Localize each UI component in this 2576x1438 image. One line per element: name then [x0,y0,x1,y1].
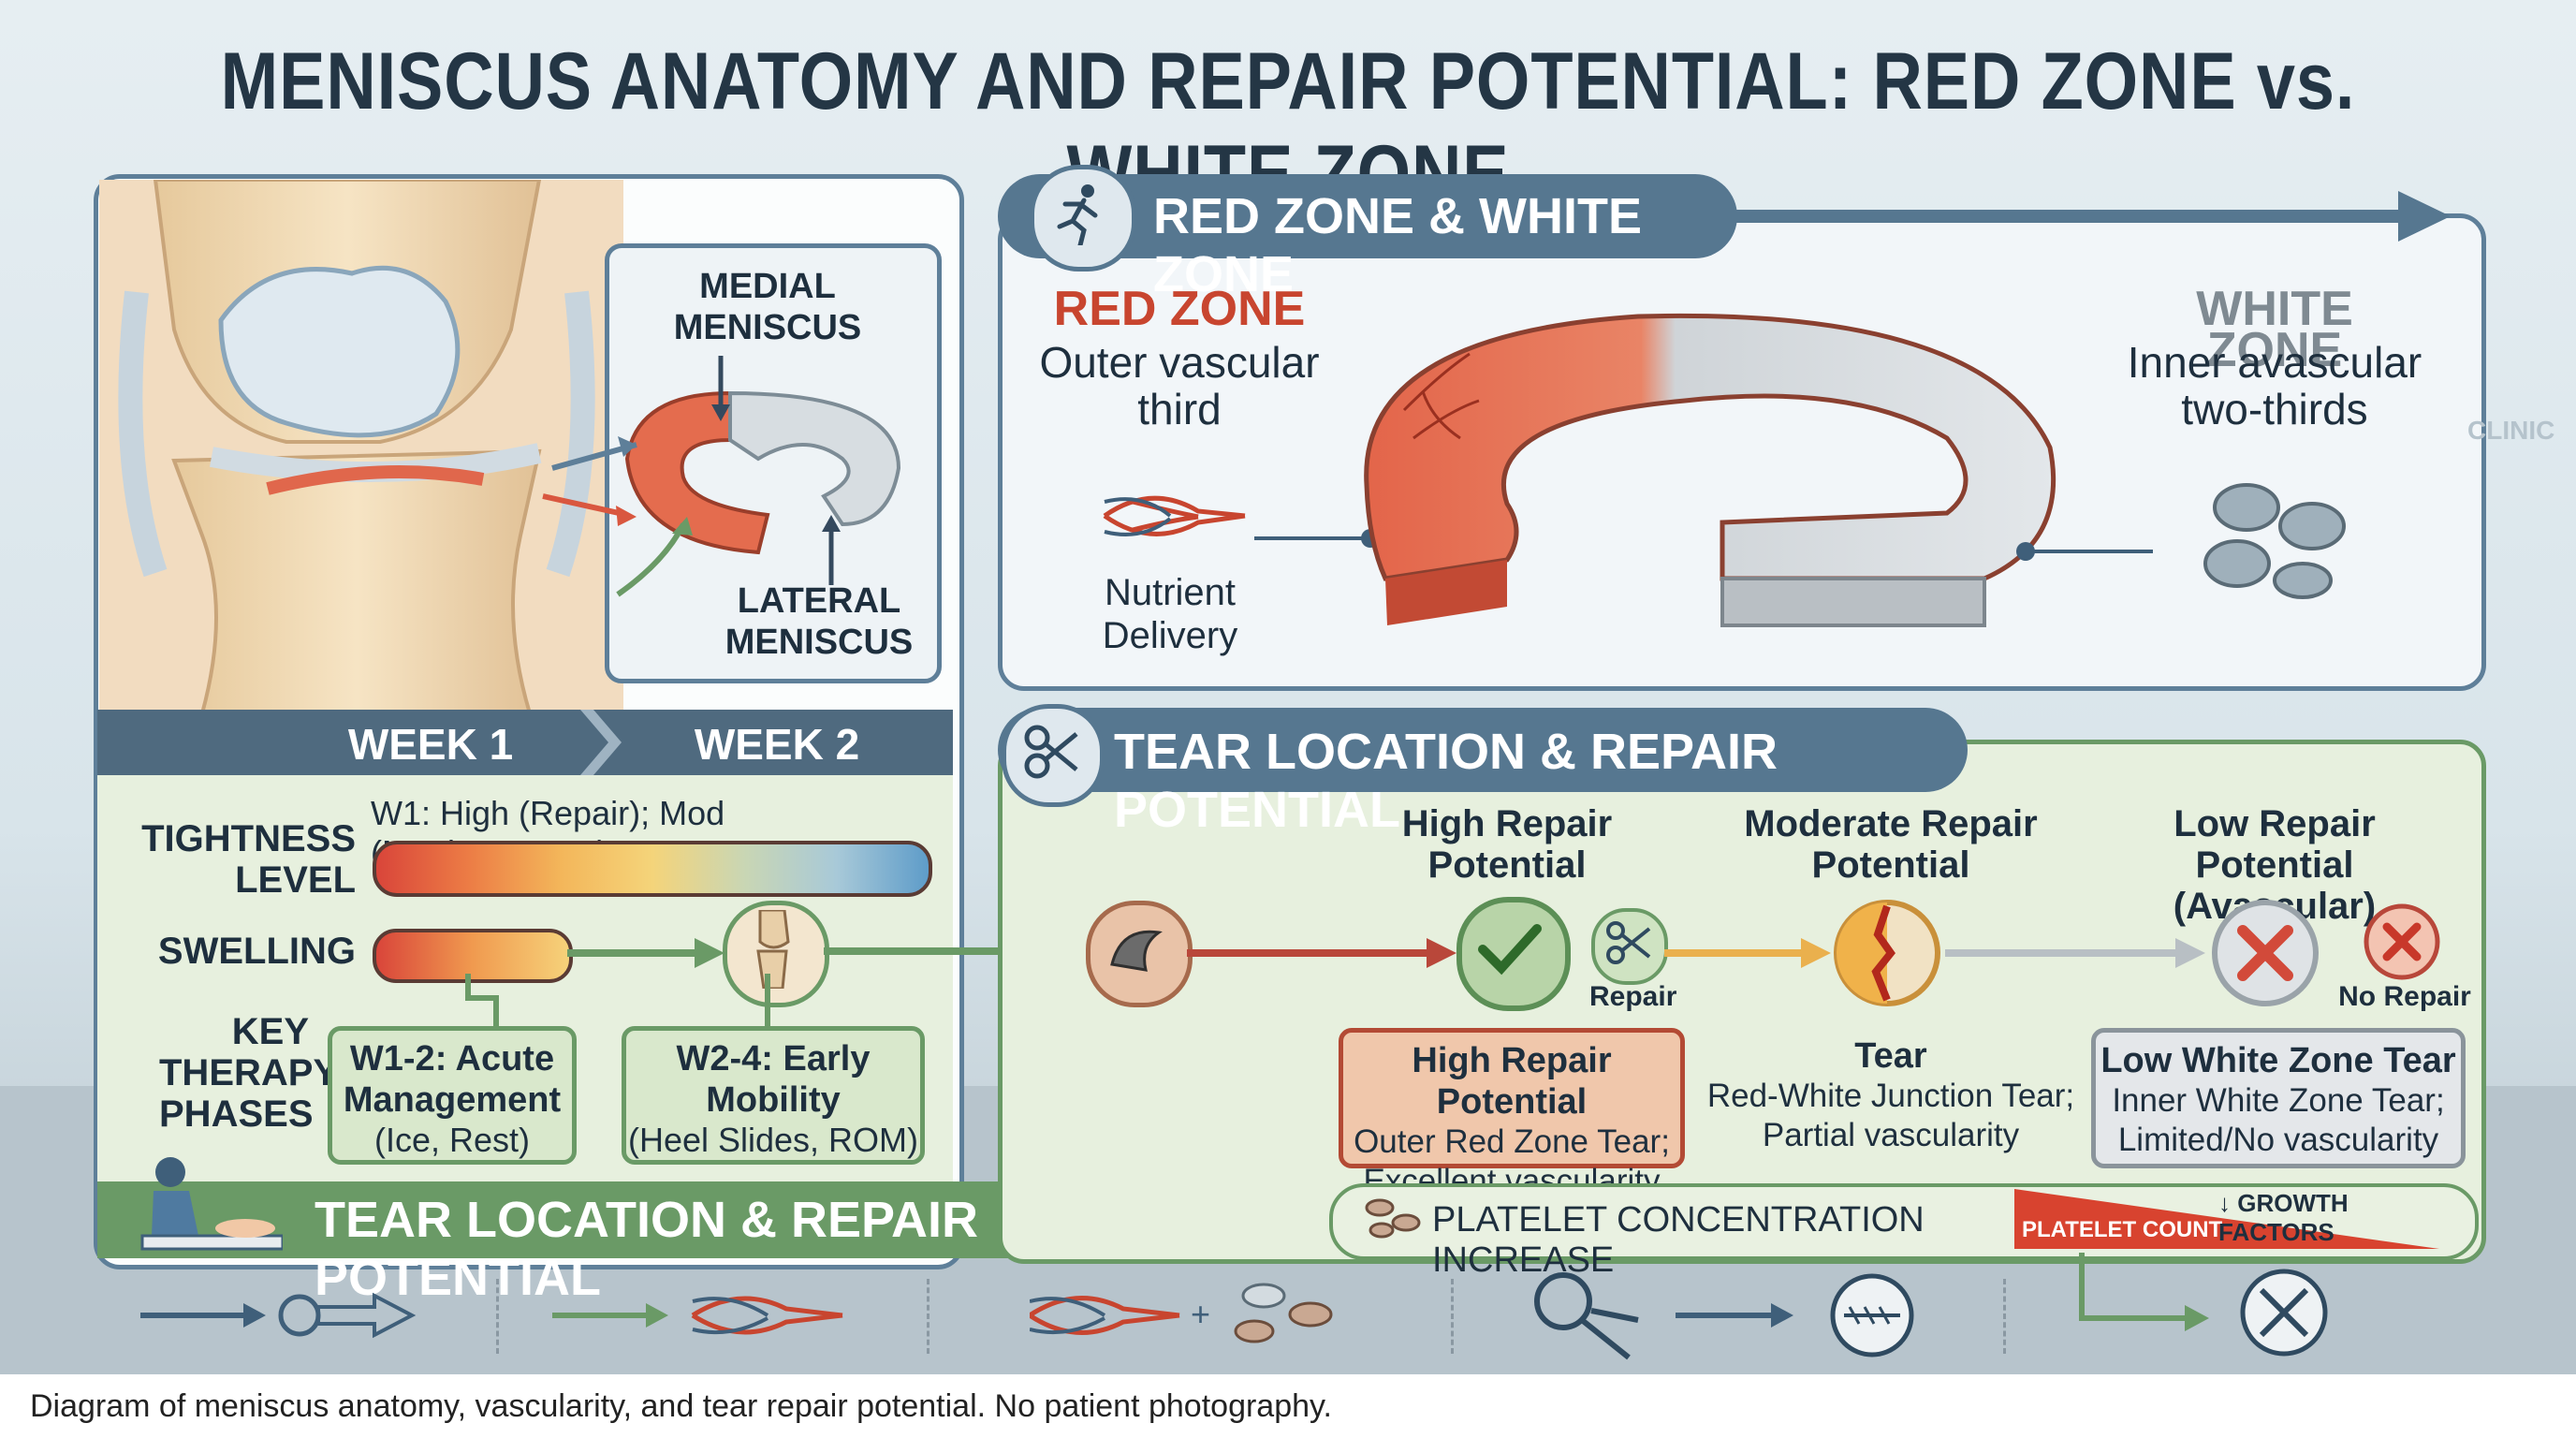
strip-divider-1 [496,1279,499,1354]
x-icon [2212,900,2319,1006]
strip-divider-2 [927,1279,929,1354]
swelling-label: SWELLING [157,931,356,972]
tear-start-glyph [1110,930,1163,972]
repair-scissors-glyph [1606,921,1651,964]
bottom-strip-5 [2079,1253,2328,1357]
runner-icon [1030,165,1136,271]
svg-text:+: + [1191,1295,1210,1333]
high-repair-card: High Repair Potential Outer Red Zone Tea… [1339,1028,1685,1199]
bottom-strip-2 [552,1296,843,1335]
lateral-meniscus-label: LATERAL MENISCUS [724,581,914,662]
zones-header-arrow [1732,191,2451,242]
week-header-bar [97,710,953,775]
flow-arrow-orange [1664,938,1831,968]
phase-mobility-subtitle: (Heel Slides, ROM) [627,1121,919,1159]
bottom-strip-1 [140,1292,417,1339]
moderate-repair-title: Moderate Repair Potential [1744,803,2038,886]
zones-header-title: RED ZONE & WHITE ZONE [1153,188,1642,302]
scissors-glyph [1024,725,1078,779]
moderate-repair-card-desc: Red-White Junction Tear; Partial vascula… [1706,1078,2075,1153]
swelling-arrow [567,938,724,968]
repair-tag: Repair [1589,981,1677,1012]
therapy-phases-label: KEY THERAPY PHASES [159,1011,339,1135]
phase-acute-card: W1-2: Acute Management (Ice, Rest) [328,1026,577,1165]
white-zone-pointer [2016,542,2153,561]
strip-divider-4 [2003,1279,2006,1354]
phase-acute-subtitle: (Ice, Rest) [373,1121,531,1159]
tightness-label: TIGHTNESS LEVEL [141,818,356,901]
knee-illustration [99,180,623,713]
red-zone-desc: Outer vascular third [1039,338,1320,433]
low-repair-card: Low White Zone Tear Inner White Zone Tea… [2091,1028,2466,1168]
phase-mobility-card: W2-4: Early Mobility (Heel Slides, ROM) [622,1026,925,1165]
left-banner-title: TEAR LOCATION & REPAIR POTENTIAL [315,1192,978,1306]
phase-mobility-title: W2-4: Early Mobility [676,1039,871,1120]
white-zone-desc: Inner avascular two-thirds [2127,338,2422,433]
meniscus-zone-illustration [1364,313,2056,627]
therapist-icon [140,1157,283,1251]
bottom-strip-3: + [1030,1283,1333,1343]
meniscus-inset-illustration [542,356,901,597]
flow-arrow-red [1187,938,1456,968]
week-1-label: WEEK 1 [347,720,514,769]
medial-meniscus-label: MEDIAL MENISCUS [673,267,862,347]
repair-header-bar [998,708,1968,792]
week-chevron-icon [580,710,622,775]
junction-tear-icon [1834,900,1940,1006]
platelet-count-wedge [2014,1189,2439,1249]
low-repair-title: Low Repair Potential (Avascular) [2174,803,2376,927]
platelet-icon [1365,1198,1421,1239]
white-zone-title: WHITE ZONE [2196,282,2353,377]
phase-acute-title: W1-2: Acute Management [343,1039,562,1120]
caption: Diagram of meniscus anatomy, vascularity… [0,1374,2576,1438]
platelet-count-label: PLATELET COUNT [2022,1217,2223,1242]
red-zone-title: RED ZONE [1053,282,1306,336]
flow-arrow-grey [1945,938,2205,968]
low-repair-card-desc: Inner White Zone Tear; Limited/No vascul… [2112,1082,2445,1158]
tightness-gradient-bar [373,841,932,897]
strip-divider-3 [1451,1279,1454,1354]
check-glyph [1478,924,1542,976]
no-repair-icon [2364,903,2440,980]
cells-icon [2203,483,2346,599]
platelet-label: PLATELET CONCENTRATION INCREASE [1432,1200,1925,1280]
moderate-repair-card: Tear Red-White Junction Tear; Partial va… [1704,1032,2078,1168]
phase-connectors [465,974,770,1030]
high-repair-title: High Repair Potential [1401,803,1613,886]
week-2-label: WEEK 2 [694,720,860,769]
repair-header-title: TEAR LOCATION & REPAIR POTENTIAL [1114,724,1778,838]
growth-factors-label: ↓ GROWTH FACTORS [2218,1189,2349,1246]
moderate-repair-card-title: Tear [1854,1036,1927,1076]
clinic-sign: CLINIC [2467,416,2555,445]
nutrient-delivery-label: Nutrient Delivery [1102,572,1238,656]
runner-glyph [1057,184,1098,245]
high-repair-card-title: High Repair Potential [1412,1041,1612,1122]
no-repair-tag: No Repair [2338,981,2471,1012]
low-repair-card-title: Low White Zone Tear [2100,1041,2456,1080]
blood-vessel-icon [1103,495,1246,536]
bottom-strip-4 [1534,1272,1914,1360]
